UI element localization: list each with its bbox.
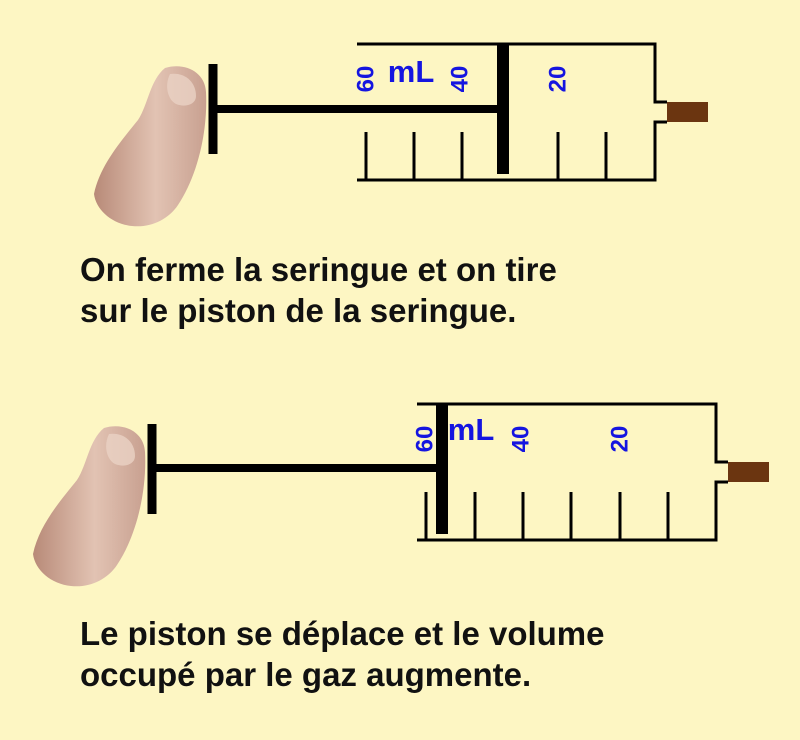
tick-label-40: 40 bbox=[447, 66, 474, 93]
tick-label-60: 60 bbox=[353, 66, 380, 93]
piston[interactable] bbox=[147, 404, 448, 534]
finger-icon bbox=[33, 426, 146, 587]
syringe-panel-1: 60 40 20 mL bbox=[94, 42, 708, 227]
unit-label: mL bbox=[448, 412, 495, 447]
tick-label-20: 20 bbox=[545, 66, 572, 93]
syringe-barrel bbox=[417, 402, 769, 542]
graduation-ticks bbox=[424, 492, 670, 540]
syringe-panel-2: 60 40 20 mL bbox=[33, 402, 769, 587]
unit-label: mL bbox=[388, 54, 435, 89]
graduation-ticks bbox=[364, 132, 608, 180]
caption-step-2: Le piston se déplace et le volume occupé… bbox=[80, 615, 605, 693]
tick-label-60: 60 bbox=[412, 426, 439, 453]
piston[interactable] bbox=[208, 44, 509, 174]
tick-label-20: 20 bbox=[607, 426, 634, 453]
tick-label-40: 40 bbox=[508, 426, 535, 453]
syringe-tip bbox=[728, 462, 769, 482]
caption-step-1: On ferme la seringue et on tire sur le p… bbox=[80, 251, 557, 329]
syringe-barrel bbox=[357, 42, 708, 182]
syringe-tip bbox=[667, 102, 708, 122]
finger-icon bbox=[94, 66, 207, 227]
